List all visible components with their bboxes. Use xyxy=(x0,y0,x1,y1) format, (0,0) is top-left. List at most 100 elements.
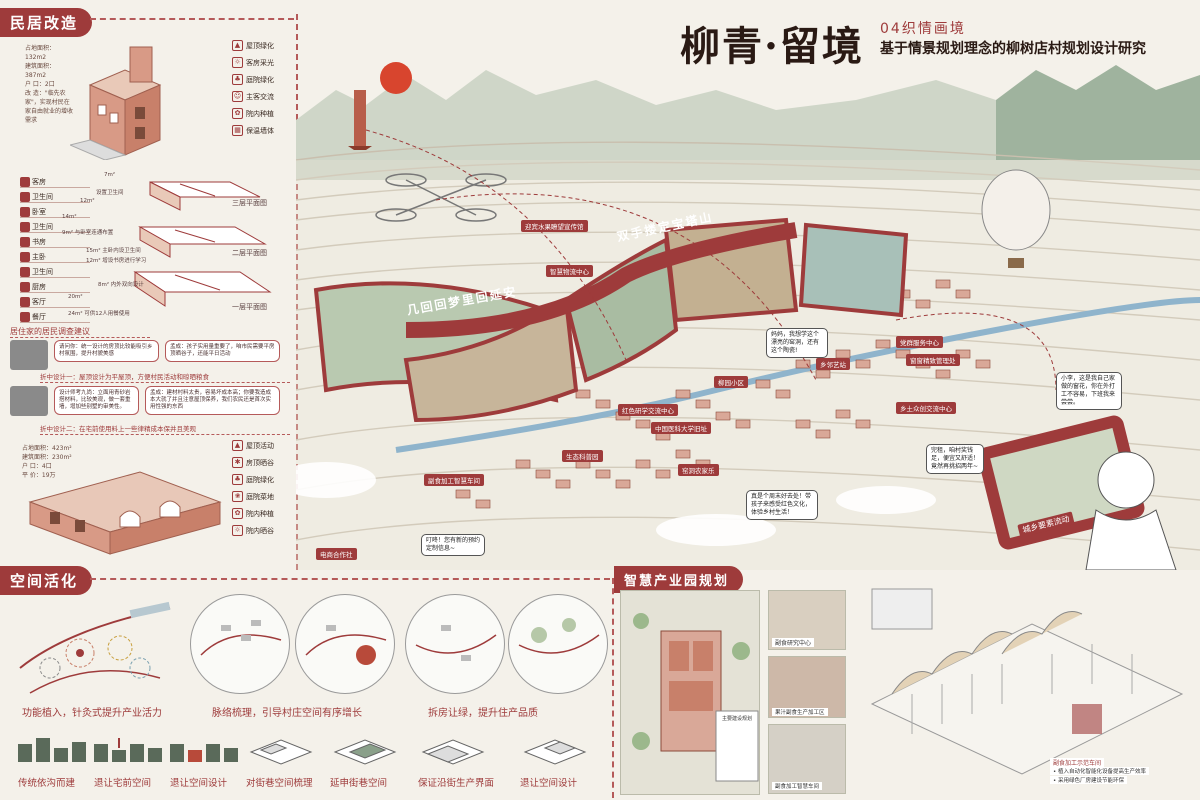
circle-map-3 xyxy=(405,594,505,694)
tag-logistics-center: 智慧物流中心 xyxy=(546,265,593,277)
bubble-rental: 完租，咱村奖钱足，便宜又舒适！竟然再挑招两年~ xyxy=(926,444,984,474)
tag-welcome-hall: 迎宾水果瞭望宣传馆 xyxy=(521,220,588,232)
tag-liuyuan-community: 柳园小区 xyxy=(714,376,748,388)
page-title: 柳青·留境 xyxy=(680,23,864,70)
floor-note: 7m² xyxy=(104,172,116,178)
iso-icon-street xyxy=(249,739,313,765)
room-item: 书房 xyxy=(20,236,90,248)
tree-icon: ♣ xyxy=(232,474,243,485)
floor-note: 设置卫生间 xyxy=(96,190,124,196)
plant-icon: ✿ xyxy=(232,508,243,519)
floor-note: 12m² 增设书房进行学习 xyxy=(86,258,147,264)
legend-yard-green: ♣庭院绿化 xyxy=(232,74,292,85)
bubble-child-cave: 妈妈，我想学这个漂亮的窑洞，还有这个陶瓷! xyxy=(766,328,828,358)
room-list: 客房 卫生间 卧室 卫生间 书房 主卧 卫生间 厨房 客厅 餐厅 xyxy=(20,176,90,326)
iso-icon-interface xyxy=(421,739,485,765)
floor-note: 14m² xyxy=(62,214,77,220)
house2-info: 占地面积：423m² 建筑面积：230m² 户 口：4口 平 价：19万 xyxy=(22,445,72,479)
park-legend-title: 主要建设规划 xyxy=(719,715,756,722)
room-icon xyxy=(20,236,30,247)
floor-3-label: 三层平面图 xyxy=(232,199,267,207)
legend-host-guest: ☺主客交流 xyxy=(232,91,274,102)
scroll-banner xyxy=(313,217,909,423)
survey-row-1: 请问你：统一设计的房顶比较能吸引乡村氛围，提升村貌美感 孟成：孩子实用量重要了，… xyxy=(10,340,290,370)
roof-icon: ▲ xyxy=(232,40,243,51)
sun-icon: ☼ xyxy=(232,525,243,536)
park-note-2: • 采用绿色厂房建设节能环保 xyxy=(1050,776,1127,784)
survey-row-2: 设计师考九尚：立面用青砂岩搭材料，比较美观，做一套重墙，增加些别墅的审美性。 孟… xyxy=(10,386,290,416)
caption-setback-design-2: 退让空间设计 xyxy=(520,778,578,789)
room-icon xyxy=(20,296,30,307)
circle-map-1 xyxy=(190,594,290,694)
floor-note: 8m² 内外双向设计 xyxy=(98,282,144,288)
speech-question-1: 请问你：统一设计的房顶比较能吸引乡村氛围，提升村貌美感 xyxy=(54,340,159,362)
legend-guest-light: ☼客房采光 xyxy=(232,57,292,68)
park-caption-research: 副食研究中心 xyxy=(772,638,815,647)
caption-setback-front-space: 退让宅前空间 xyxy=(94,778,152,789)
caption-extend-street: 延申街巷空间 xyxy=(330,778,388,789)
vegetable-icon: ❀ xyxy=(232,491,243,502)
caption-setback-design: 退让空间设计 xyxy=(170,778,228,789)
tag-red-study-center: 红色研学交流中心 xyxy=(618,404,678,416)
roof-icon: ▲ xyxy=(232,440,243,451)
girl-silhouette-shape xyxy=(1085,451,1177,570)
plant-icon: ✿ xyxy=(232,108,243,119)
floor-note: 12m² xyxy=(80,198,95,204)
circle-map-4 xyxy=(508,594,608,694)
tag-medical-university-site: 中国医科大学旧址 xyxy=(651,422,711,434)
floor-1-label: 一层平面图 xyxy=(232,303,267,311)
caption-traditional-along-gully: 传统依沟而建 xyxy=(18,778,76,789)
section-label-kongjian: 空间活化 xyxy=(0,566,93,595)
floor-note: 20m² xyxy=(68,294,83,300)
room-item: 卫生间 xyxy=(20,221,90,233)
room-item: 厨房 xyxy=(20,281,90,293)
tag-ecology-park: 生态科普园 xyxy=(562,450,603,462)
room-icon xyxy=(20,191,30,202)
portrait-photo xyxy=(10,340,48,370)
legend-insulation-wall: ▦保温墙体 xyxy=(232,125,292,136)
tag-management-office: 窗窗精致管理处 xyxy=(906,354,960,366)
park-master-plan: 主要建设规划 xyxy=(620,590,760,795)
room-icon xyxy=(20,281,30,292)
park-note-1: • 植入自动化智能化设备提高生产效率 xyxy=(1050,767,1149,775)
divider-bottom xyxy=(90,578,610,580)
design-note-2: 折中设计二：在宅前使用料上一些律精成本保并且美观 xyxy=(40,423,290,435)
scene-background xyxy=(296,62,1200,570)
survey-title: 居住家的居民调查建议 xyxy=(10,326,150,338)
bubble-window-flower: 小李，这是我自己家做的窗花，你在外打工不容易，下班我来尝尝。 xyxy=(1056,372,1122,410)
divider-middle-bottom xyxy=(612,578,614,798)
floor-2-label: 二层平面图 xyxy=(232,249,267,257)
park-caption-juice: 果汁副食生产加工区 xyxy=(772,708,828,716)
people-icon: ☺ xyxy=(232,91,243,102)
room-item: 餐厅 xyxy=(20,311,90,323)
house2-legend: ▲屋顶活动 ✱房顶晒谷 ♣庭院绿化 ❀庭院菜地 ✿院内种植 ☼院内晒谷 xyxy=(232,440,292,542)
speech-question-2: 设计师考九尚：立面用青砂岩搭材料，比较美观，做一套重墙，增加些别墅的审美性。 xyxy=(54,386,139,415)
room-icon xyxy=(20,251,30,262)
divider-left xyxy=(296,14,298,570)
house1-info-area: 占地面积：132m2 xyxy=(25,45,56,61)
title-subtitle-2: 基于情景规划理念的柳树店村规划设计研究 xyxy=(880,41,1146,57)
room-item: 客厅 xyxy=(20,296,90,308)
tag-food-workshop: 副食加工智慧车间 xyxy=(424,474,484,486)
room-icon xyxy=(20,221,30,232)
house1-info: 占地面积：132m2 建筑面积：387m2 户 口：2口 改 造："临先农家"，… xyxy=(25,44,75,125)
floor-plans-illustration xyxy=(133,181,272,307)
divider-top-left xyxy=(90,18,294,20)
caption-street-sorting: 对街巷空间梳理 xyxy=(246,778,313,789)
sun-shape xyxy=(380,62,412,94)
tag-party-service: 党群服务中心 xyxy=(896,336,943,348)
tag-cave-farmhouse: 窑洞农家乐 xyxy=(678,464,719,476)
house1-legend: ▲屋顶绿化 ☼客房采光 ♣庭院绿化 ☺主客交流 ✿院内种植 ▦保温墙体 xyxy=(232,40,292,142)
hot-air-balloon-shape xyxy=(981,169,1051,268)
room-item: 客房 xyxy=(20,176,90,188)
house2-isometric-illustration xyxy=(28,471,222,555)
room-item: 主卧 xyxy=(20,251,90,263)
legend-yard-plant: ✿院内种植 xyxy=(232,108,292,119)
village-aerial-illustration: 几回回梦里回延安 双手搂定宝塔山 迎宾水果瞭望宣传馆 智慧物流中心 党群服务中心… xyxy=(296,60,1200,570)
speech-answer-1: 孟成：孩子实用量重要了，咱市民需要平房顶晒谷子，还能平日活动 xyxy=(165,340,280,362)
room-item: 卫生间 xyxy=(20,266,90,278)
wall-icon: ▦ xyxy=(232,125,243,136)
park-caption-workshop: 副食加工智慧车间 xyxy=(772,782,823,790)
iso-icon-setback xyxy=(523,739,587,765)
tag-innovation-center: 乡土众创交流中心 xyxy=(896,402,956,414)
